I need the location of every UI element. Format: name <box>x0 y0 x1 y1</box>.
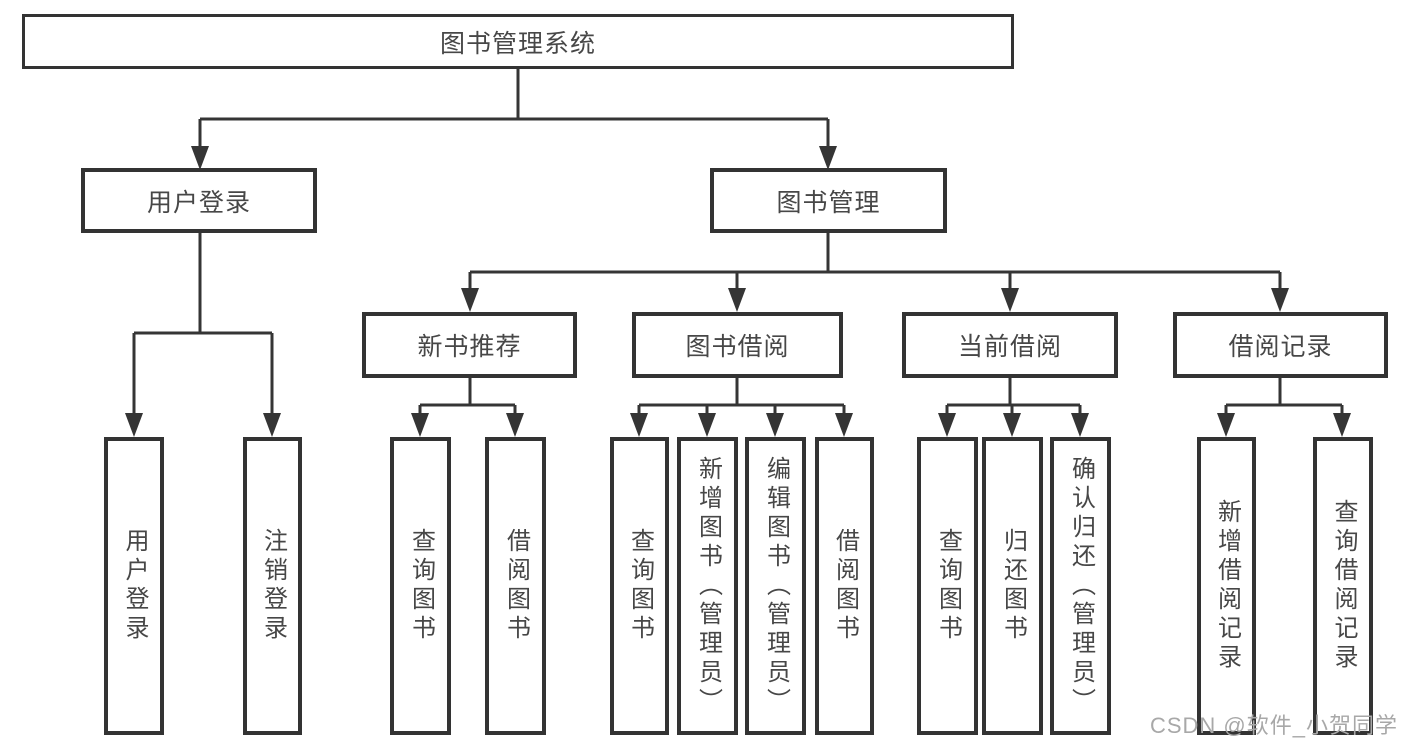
leaf-confirm-return-admin: 确认归还（管理员） <box>1050 437 1111 735</box>
leaf-user-login: 用户登录 <box>104 437 164 735</box>
leaf-query-borrow-record: 查询借阅记录 <box>1313 437 1373 735</box>
leaf-add-book-admin: 新增图书（管理员） <box>677 437 738 735</box>
connector-strokes <box>132 68 1344 414</box>
node-label: 图书管理系统 <box>439 29 596 58</box>
node-label: 借阅图书 <box>831 528 859 644</box>
node-label: 注销登录 <box>259 528 287 644</box>
node-label: 借阅记录 <box>1228 333 1333 361</box>
leaf-query-book-borrow: 查询图书 <box>610 437 669 735</box>
leaf-query-book-current: 查询图书 <box>917 437 978 735</box>
node-label: 图书借阅 <box>685 333 790 361</box>
node-label: 归还图书 <box>999 528 1027 644</box>
node-book-manage: 图书管理 <box>710 168 947 233</box>
node-label: 当前借阅 <box>957 333 1062 361</box>
node-book-borrow: 图书借阅 <box>632 312 843 378</box>
leaf-borrow-book: 借阅图书 <box>815 437 874 735</box>
node-label: 查询图书 <box>626 528 654 644</box>
node-label: 用户登录 <box>146 188 251 217</box>
node-label: 新增图书（管理员） <box>694 455 722 717</box>
node-label: 查询图书 <box>407 528 435 644</box>
leaf-logout: 注销登录 <box>243 437 302 735</box>
node-current-borrow: 当前借阅 <box>902 312 1118 378</box>
node-label: 借阅图书 <box>502 528 530 644</box>
arrowheads <box>125 146 1351 437</box>
csdn-watermark: CSDN @软件_小贺同学 <box>1149 713 1398 738</box>
node-borrow-record: 借阅记录 <box>1173 312 1388 378</box>
leaf-return-book: 归还图书 <box>982 437 1043 735</box>
leaf-add-borrow-record: 新增借阅记录 <box>1197 437 1256 735</box>
node-label: 图书管理 <box>776 188 881 217</box>
node-label: 新书推荐 <box>417 333 522 361</box>
node-label: 确认归还（管理员） <box>1067 455 1095 717</box>
node-label: 编辑图书（管理员） <box>762 455 790 717</box>
node-label: 查询借阅记录 <box>1330 499 1357 673</box>
leaf-borrow-book-recommend: 借阅图书 <box>485 437 546 735</box>
node-label: 查询图书 <box>934 528 962 644</box>
leaf-query-book-recommend: 查询图书 <box>390 437 451 735</box>
node-label: 用户登录 <box>121 528 148 644</box>
leaf-edit-book-admin: 编辑图书（管理员） <box>745 437 806 735</box>
node-user-login: 用户登录 <box>81 168 317 233</box>
node-label: 新增借阅记录 <box>1213 499 1241 673</box>
node-new-book-recommend: 新书推荐 <box>362 312 577 378</box>
node-library-system: 图书管理系统 <box>22 14 1014 69</box>
